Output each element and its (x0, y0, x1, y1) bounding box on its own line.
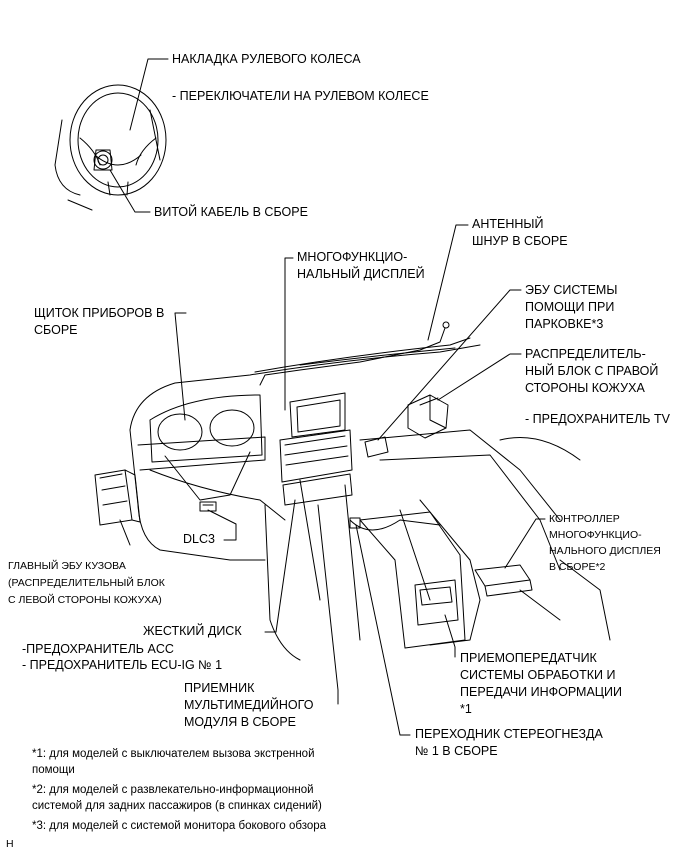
label-steering-pad: НАКЛАДКА РУЛЕВОГО КОЛЕСА (172, 52, 361, 66)
footnote-1-line1: *1: для моделей с выключателем вызова эк… (32, 748, 315, 760)
label-stereo-line1: ПЕРЕХОДНИК СТЕРЕОГНЕЗДА (415, 727, 603, 741)
label-telematics-line3: ПЕРЕДАЧИ ИНФОРМАЦИИ (460, 685, 623, 699)
label-telematics-line4: *1 (460, 702, 472, 716)
label-main-body-line1: ГЛАВНЫЙ ЭБУ КУЗОВА (8, 560, 126, 572)
main-body-ecu-drawing (94, 469, 141, 526)
parking-ecu-drawing (364, 436, 389, 458)
label-receiver-line3: МОДУЛЯ В СБОРЕ (184, 715, 296, 729)
label-fuse-tv: - ПРЕДОХРАНИТЕЛЬ TV (525, 412, 670, 426)
mfd-controller-drawing (474, 564, 533, 597)
leader-lines (109, 58, 546, 736)
label-cluster-line2: СБОРЕ (34, 323, 78, 337)
label-rh-jb-line3: СТОРОНЫ КОЖУХА (525, 381, 645, 395)
label-mfd-ctrl-line4: В СБОРЕ*2 (549, 561, 606, 573)
label-spiral-cable: ВИТОЙ КАБЕЛЬ В СБОРЕ (154, 205, 308, 219)
label-receiver-line1: ПРИЕМНИК (184, 681, 255, 695)
label-antenna-line1: АНТЕННЫЙ (472, 217, 544, 231)
label-main-body-line3: С ЛЕВОЙ СТОРОНЫ КОЖУХА) (8, 594, 162, 606)
label-receiver-line2: МУЛЬТИМЕДИЙНОГО (184, 698, 314, 712)
label-fuse-acc: -ПРЕДОХРАНИТЕЛЬ ACC (22, 642, 174, 656)
label-stereo-line2: № 1 В СБОРЕ (415, 744, 498, 758)
label-main-body-line2: (РАСПРЕДЕЛИТЕЛЬНЫЙ БЛОК (8, 577, 165, 589)
label-cluster-line1: ЩИТОК ПРИБОРОВ В (34, 306, 165, 320)
label-hdd: ЖЕСТКИЙ ДИСК (143, 624, 242, 638)
label-antenna-line2: ШНУР В СБОРЕ (472, 234, 568, 248)
steering-wheel-drawing (54, 84, 167, 211)
dlc3-drawing (199, 501, 217, 512)
footnote-2-line1: *2: для моделей с развлекательно-информа… (32, 784, 314, 796)
rh-junction-block-drawing (407, 394, 449, 439)
footnote-2-line2: системой для задних пассажиров (в спинка… (32, 800, 322, 812)
label-telematics-line2: СИСТЕМЫ ОБРАБОТКИ И (460, 668, 616, 682)
label-mfd-line2: НАЛЬНЫЙ ДИСПЛЕЙ (297, 267, 425, 281)
label-dlc3: DLC3 (183, 532, 215, 546)
label-rh-jb-line2: НЫЙ БЛОК С ПРАВОЙ (525, 364, 659, 378)
antenna-cord-drawing (259, 321, 450, 386)
label-mfd-ctrl-line1: КОНТРОЛЛЕР (549, 513, 620, 525)
label-mfd-ctrl-line2: МНОГОФУНКЦИО- (549, 529, 642, 541)
label-mfd-ctrl-line3: НАЛЬНОГО ДИСПЛЕЯ (549, 545, 661, 557)
label-rh-jb-line1: РАСПРЕДЕЛИТЕЛЬ- (525, 347, 646, 361)
console-drawing (349, 511, 466, 649)
footnote-1-line2: помощи (32, 764, 75, 776)
label-park-ecu-line3: ПАРКОВКЕ*3 (525, 317, 604, 331)
label-steering-switches: - ПЕРЕКЛЮЧАТЕЛИ НА РУЛЕВОМ КОЛЕСЕ (172, 89, 429, 103)
label-telematics-line1: ПРИЕМОПЕРЕДАТЧИК (460, 651, 597, 665)
label-mfd-line1: МНОГОФУНКЦИО- (297, 250, 408, 264)
label-park-ecu-line1: ЭБУ СИСТЕМЫ (525, 283, 618, 297)
label-park-ecu-line2: ПОМОЩИ ПРИ (525, 300, 615, 314)
spiral-cable-drawing (93, 149, 113, 171)
multifunction-display-drawing (279, 392, 353, 506)
label-fuse-ecu-ig: - ПРЕДОХРАНИТЕЛЬ ECU-IG № 1 (22, 658, 223, 672)
footnote-3: *3: для моделей с системой монитора боко… (32, 820, 327, 832)
instrument-cluster-drawing (149, 394, 263, 501)
corner-mark: H (6, 838, 14, 850)
